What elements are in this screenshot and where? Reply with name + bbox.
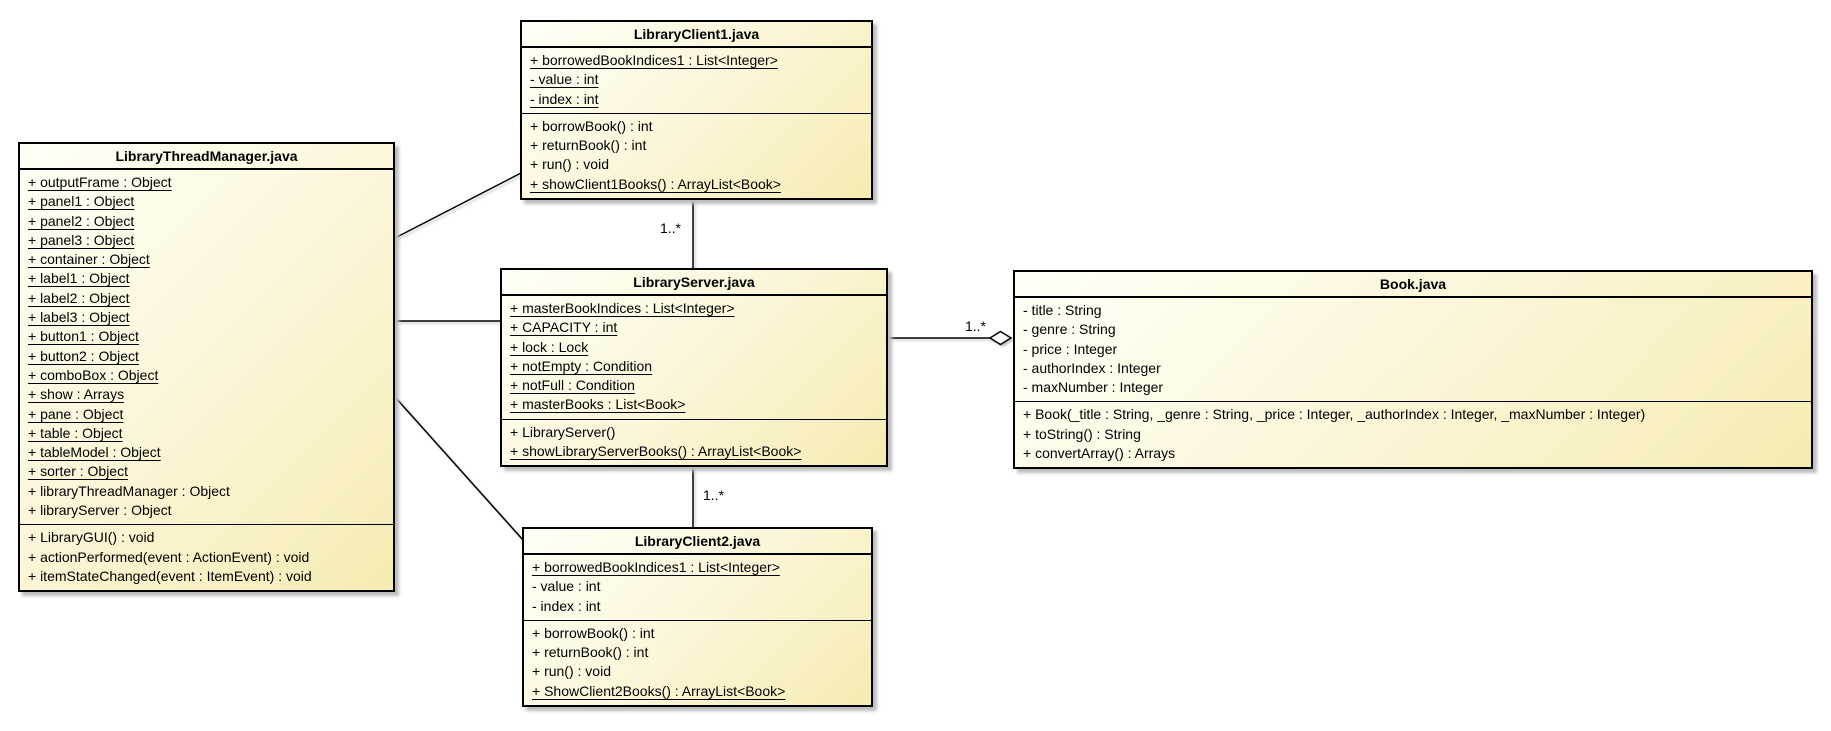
method-row: + returnBook() : int (530, 137, 647, 154)
attribute-row: - maxNumber : Integer (1023, 379, 1164, 396)
attribute-row: + panel1 : Object (28, 193, 135, 210)
method-row: + toString() : String (1023, 425, 1141, 442)
class-box-librarythreadmanager[interactable]: LibraryThreadManager.java + outputFrame … (18, 142, 395, 593)
methods-compartment: + LibraryServer() + showLibraryServerBook… (502, 420, 886, 466)
attribute-row: + sorter : Object (28, 463, 128, 480)
attribute-row: - value : int (532, 578, 601, 595)
method-row: + borrowBook() : int (530, 117, 653, 134)
attribute-row: + show : Arrays (28, 386, 125, 403)
class-name-book: Book.java (1015, 272, 1811, 298)
method-row: + Book(_title : String, _genre : String,… (1023, 406, 1646, 423)
attribute-row: + libraryServer : Object (28, 502, 172, 519)
attribute-row: + label2 : Object (28, 289, 130, 306)
methods-compartment: + borrowBook() : int + returnBook() : int… (522, 114, 871, 198)
association-threadmanager-client1 (394, 172, 522, 239)
attribute-row: + outputFrame : Object (28, 174, 172, 190)
attribute-row: + lock : Lock (510, 338, 589, 355)
method-row: + ShowClient2Books() : ArrayList<Book> (532, 682, 786, 699)
attribute-row: + notEmpty : Condition (510, 357, 653, 374)
association-threadmanager-client2 (394, 396, 524, 541)
attributes-compartment: + borrowedBookIndices1 : List<Integer> - … (524, 555, 871, 621)
attribute-row: + libraryThreadManager : Object (28, 482, 230, 499)
attribute-row: + button1 : Object (28, 328, 139, 345)
attribute-row: + borrowedBookIndices1 : List<Integer> (530, 52, 778, 68)
attributes-compartment: - title : String - genre : String - price … (1015, 298, 1811, 403)
attribute-row: + button2 : Object (28, 347, 139, 364)
attributes-compartment: + masterBookIndices : List<Integer> + CAP… (502, 296, 886, 420)
class-name-libraryserver: LibraryServer.java (502, 270, 886, 296)
method-row: + borrowBook() : int (532, 624, 655, 641)
class-name-libraryclient2: LibraryClient2.java (524, 529, 871, 555)
method-row: + LibraryServer() (510, 423, 616, 440)
attribute-row: + label3 : Object (28, 309, 130, 326)
method-row: + returnBook() : int (532, 644, 649, 661)
method-row: + showClient1Books() : ArrayList<Book> (530, 175, 781, 192)
class-box-libraryserver[interactable]: LibraryServer.java + masterBookIndices :… (500, 268, 888, 468)
method-row: + showLibraryServerBooks() : ArrayList<B… (510, 443, 802, 460)
method-row: + itemStateChanged(event : ItemEvent) : … (28, 567, 312, 584)
methods-compartment: + LibraryGUI() : void + actionPerformed(e… (20, 525, 393, 590)
attribute-row: - authorIndex : Integer (1023, 359, 1161, 376)
attribute-row: + masterBookIndices : List<Integer> (510, 300, 735, 316)
attributes-compartment: + outputFrame : Object + panel1 : Object +… (20, 170, 393, 526)
attribute-row: - value : int (530, 71, 599, 88)
attributes-compartment: + borrowedBookIndices1 : List<Integer> - … (522, 48, 871, 114)
aggregation-diamond-icon (988, 330, 1013, 346)
multiplicity-label-server-client2: 1..* (703, 487, 725, 503)
multiplicity-label-client1-server: 1..* (660, 220, 682, 236)
attribute-row: - index : int (530, 90, 599, 107)
attribute-row: + label1 : Object (28, 270, 130, 287)
method-row: + run() : void (530, 156, 609, 173)
attribute-row: + panel3 : Object (28, 231, 135, 248)
attribute-row: + table : Object (28, 424, 123, 441)
method-row: + LibraryGUI() : void (28, 529, 155, 546)
class-box-libraryclient2[interactable]: LibraryClient2.java + borrowedBookIndice… (522, 527, 873, 708)
methods-compartment: + borrowBook() : int + returnBook() : int… (524, 621, 871, 705)
attribute-row: + tableModel : Object (28, 444, 161, 461)
method-row: + actionPerformed(event : ActionEvent) :… (28, 548, 310, 565)
class-name-libraryclient1: LibraryClient1.java (522, 22, 871, 48)
attribute-row: + pane : Object (28, 405, 124, 422)
method-row: + convertArray() : Arrays (1023, 445, 1176, 462)
class-box-libraryclient1[interactable]: LibraryClient1.java + borrowedBookIndice… (520, 20, 873, 201)
attribute-row: - genre : String (1023, 321, 1116, 338)
attribute-row: + comboBox : Object (28, 366, 159, 383)
attribute-row: + container : Object (28, 251, 150, 268)
multiplicity-label-server-book: 1..* (965, 318, 987, 334)
attribute-row: + borrowedBookIndices1 : List<Integer> (532, 559, 780, 575)
attribute-row: + notFull : Condition (510, 377, 635, 394)
attribute-row: + CAPACITY : int (510, 319, 618, 336)
class-name-librarythreadmanager: LibraryThreadManager.java (20, 144, 393, 170)
attribute-row: + panel2 : Object (28, 212, 135, 229)
attribute-row: - index : int (532, 597, 601, 614)
class-box-book[interactable]: Book.java - title : String - genre : Stri… (1013, 270, 1813, 470)
methods-compartment: + Book(_title : String, _genre : String,… (1015, 402, 1811, 467)
attribute-row: + masterBooks : List<Book> (510, 396, 686, 413)
attribute-row: - title : String (1023, 302, 1102, 318)
method-row: + run() : void (532, 663, 611, 680)
attribute-row: - price : Integer (1023, 340, 1118, 357)
